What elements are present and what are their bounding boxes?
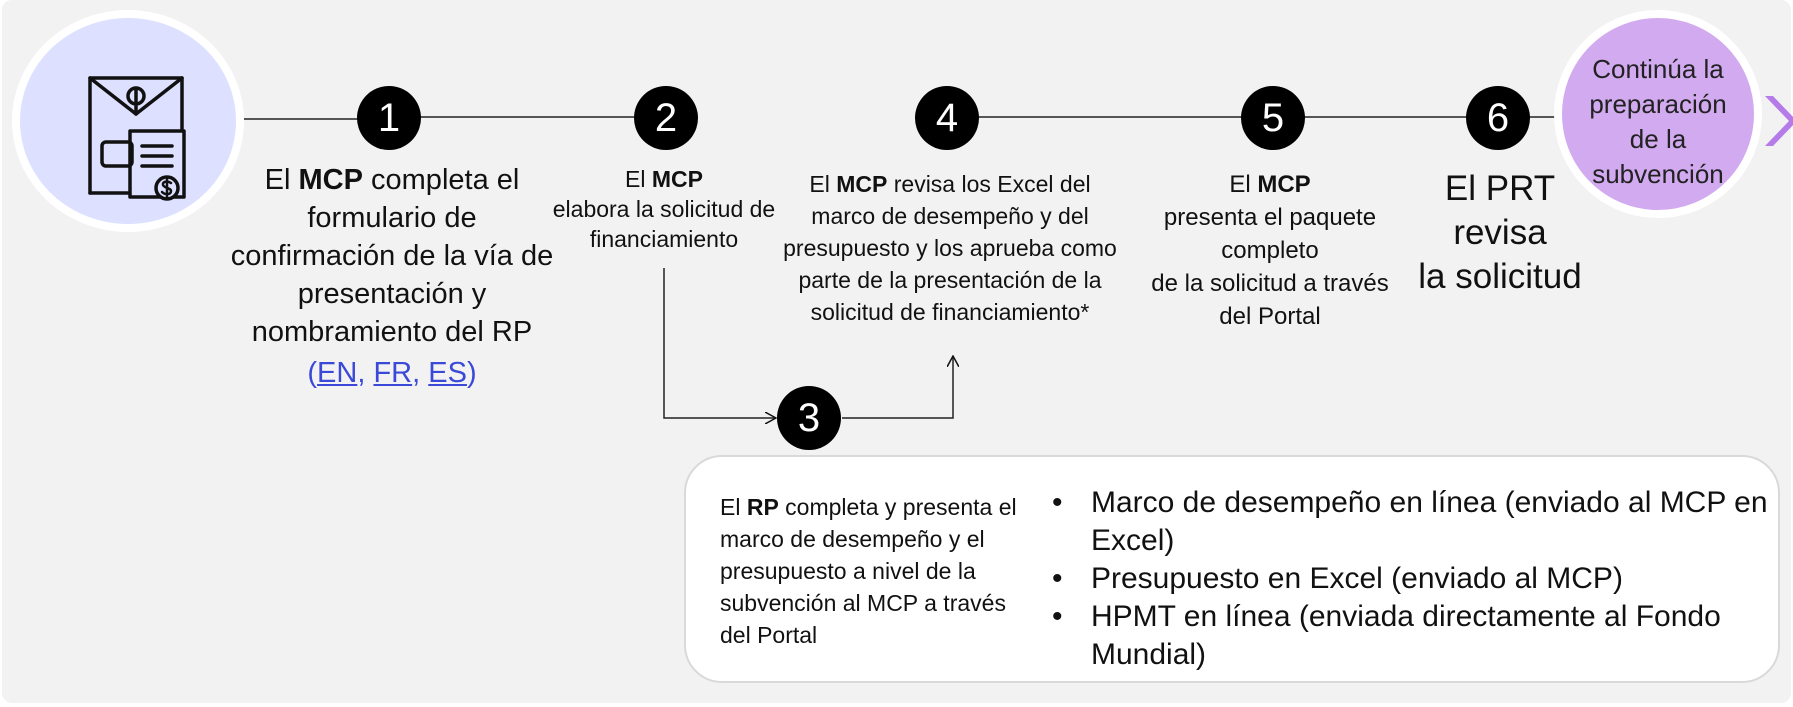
links-separator: ,	[412, 357, 429, 389]
link-es[interactable]: ES	[428, 357, 467, 389]
links-close-paren: )	[466, 357, 477, 389]
language-links: (EN, FR, ES)	[222, 354, 562, 392]
list-item: • Marco de desempeño en línea (enviado al…	[1052, 484, 1772, 560]
links-open-paren: (	[307, 357, 318, 389]
step-6-text: El PRT revisa la solicitud	[1418, 169, 1582, 296]
step-6-number: 6	[1466, 86, 1530, 150]
rp-text-post: completa y presenta el marco de desempeñ…	[720, 494, 1017, 648]
connector-arrow-3-4	[842, 356, 953, 419]
list-item: • HPMT en línea (enviada directamente al …	[1052, 598, 1772, 674]
step-4-number: 4	[915, 86, 979, 150]
step-2-text-post: elabora la solicitud de financiamiento	[552, 196, 776, 252]
link-en[interactable]: EN	[317, 357, 358, 389]
step-5-text: El MCP presenta el paquete completo de l…	[1135, 168, 1405, 333]
connector-arrow-2-3	[663, 268, 776, 418]
bullet-icon: •	[1052, 486, 1063, 519]
step-2-text-pre: El	[625, 166, 652, 192]
rp-items-list: • Marco de desempeño en línea (enviado al…	[1052, 484, 1772, 674]
links-separator: ,	[357, 357, 374, 389]
rp-text-pre: El	[720, 494, 747, 520]
step-5-text-pre: El	[1229, 171, 1258, 198]
rp-submission-box	[684, 455, 1780, 683]
list-item-text: Presupuesto en Excel (enviado al MCP)	[1091, 562, 1623, 595]
continue-circle: Continúa la preparación de la subvención	[1554, 10, 1762, 218]
step-1-text: El MCP completa el formulario de confirm…	[222, 161, 562, 351]
chevron-right-icon	[1759, 92, 1793, 150]
step-1-text-post: completa el formulario de confirmación d…	[230, 164, 554, 348]
rp-text-bold: RP	[746, 494, 779, 520]
step-5-text-post: presenta el paquete completo de la solic…	[1151, 204, 1389, 330]
list-item-text: Marco de desempeño en línea (enviado al …	[1091, 486, 1768, 557]
step-1-text-bold: MCP	[298, 164, 363, 196]
bullet-icon: •	[1052, 562, 1063, 595]
step-4-text-pre: El	[809, 171, 837, 197]
step-2-text: El MCP elabora la solicitud de financiam…	[547, 164, 781, 254]
step-5-text-bold: MCP	[1257, 171, 1311, 198]
step-5-number: 5	[1241, 86, 1305, 150]
step-3-number: 3	[777, 386, 841, 450]
step-4-text: El MCP revisa los Excel del marco de des…	[780, 168, 1120, 328]
start-icon-circle	[12, 10, 244, 232]
list-item: • Presupuesto en Excel (enviado al MCP)	[1052, 560, 1772, 598]
envelope-with-certificate-icon	[88, 76, 186, 201]
step-4-text-bold: MCP	[836, 171, 888, 197]
rp-box-text: El RP completa y presenta el marco de de…	[720, 491, 1040, 651]
step-1-text-pre: El	[264, 164, 299, 196]
link-fr[interactable]: FR	[373, 357, 413, 389]
continue-text: Continúa la preparación de la subvención	[1589, 54, 1727, 189]
step-2-number: 2	[634, 86, 698, 150]
step-2-text-bold: MCP	[651, 166, 703, 192]
bullet-icon: •	[1052, 600, 1063, 633]
list-item-text: HPMT en línea (enviada directamente al F…	[1091, 600, 1721, 671]
step-1-number: 1	[357, 86, 421, 150]
step-4-text-post: revisa los Excel del marco de desempeño …	[783, 171, 1117, 325]
